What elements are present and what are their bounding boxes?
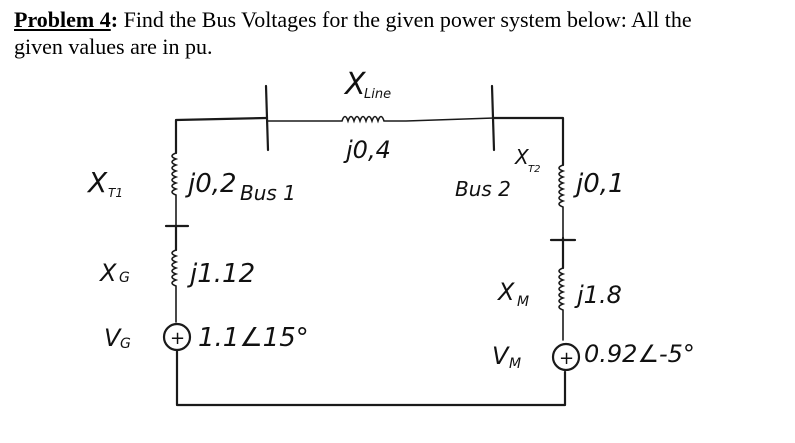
problem-text-line2: given values are in pu. (14, 34, 213, 59)
problem-text-line1: Find the Bus Voltages for the given powe… (118, 7, 692, 32)
x-t1-label: X T1 (86, 166, 123, 200)
v-g-letter: V (104, 324, 122, 352)
problem-statement: Problem 4: Find the Bus Voltages for the… (14, 6, 784, 60)
left-top-wire (174, 116, 268, 155)
x-t2-letter: X (514, 145, 530, 169)
vm-source-icon (551, 342, 581, 372)
right-top-wire (492, 116, 565, 167)
x-g-letter: X (98, 259, 117, 287)
xm-coil (558, 267, 566, 341)
x-t2-sub: T2 (528, 164, 540, 175)
bus1-label: Bus 1 (240, 181, 296, 205)
v-g-label: V G (104, 324, 131, 352)
problem-label: Problem 4 (14, 7, 111, 32)
x-m-label: X M (496, 278, 529, 310)
v-m-letter: V (492, 342, 510, 370)
v-m-value: 0.92∠-5° (584, 340, 695, 368)
bus2-label: Bus 2 (455, 177, 511, 201)
x-t1-value: j0,2 (185, 169, 237, 199)
x-line-value: j0,4 (343, 136, 391, 164)
v-g-value: 1.1∠15° (198, 323, 309, 353)
x-line-sub: Line (364, 87, 391, 102)
right-junction (549, 236, 577, 270)
x-t1-letter: X (86, 166, 108, 199)
vg-source-plus: + (170, 328, 185, 349)
problem-colon: : (110, 7, 119, 32)
left-bottom-wire (175, 348, 567, 407)
v-m-sub: M (509, 356, 521, 372)
x-m-value: j1.8 (574, 281, 622, 309)
x-t1-sub: T1 (108, 186, 123, 200)
x-g-label: X G (98, 259, 130, 287)
x-line-label: X Line (343, 67, 391, 102)
x-t2-label: X T2 (514, 145, 540, 175)
x-g-value: j1.12 (187, 259, 255, 289)
x-line-letter: X (343, 67, 367, 102)
xt1-coil (171, 152, 179, 227)
left-junction (164, 224, 190, 252)
xg-coil (171, 249, 179, 323)
v-g-sub: G (120, 336, 131, 352)
line-reactance-coil (267, 115, 495, 124)
xt2-coil (558, 164, 566, 239)
bus1-bar (264, 84, 270, 152)
x-m-sub: M (517, 294, 529, 310)
v-m-label: V M (492, 342, 521, 372)
x-t2-value: j0,1 (573, 169, 625, 199)
x-g-sub: G (119, 270, 130, 286)
vm-source-plus: + (559, 348, 574, 369)
x-m-letter: X (496, 278, 515, 306)
